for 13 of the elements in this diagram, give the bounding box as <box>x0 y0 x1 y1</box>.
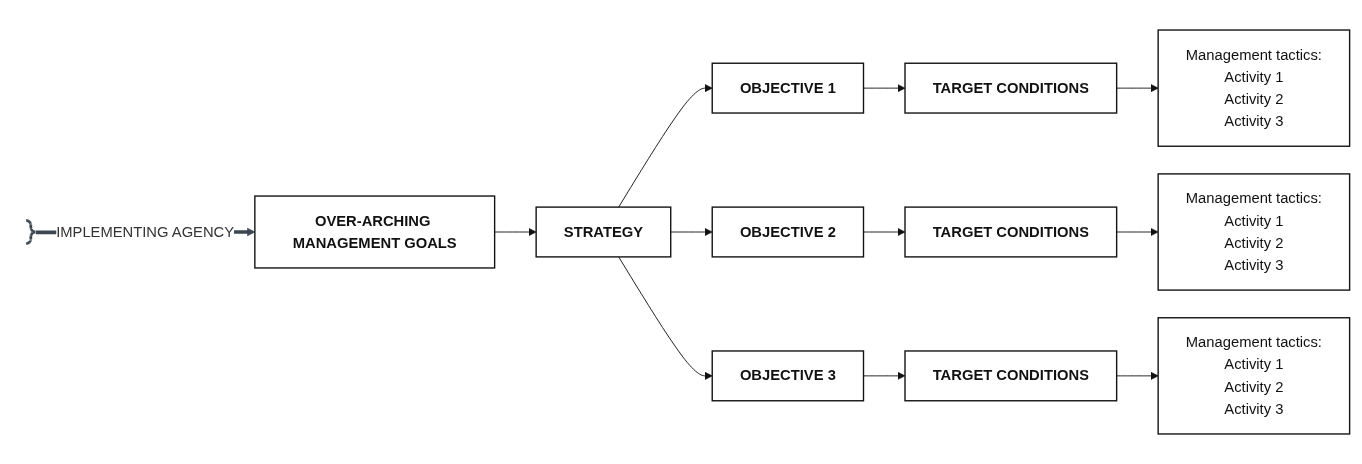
node-box: Management tactics: Activity 1 Activity 2 Activity 3 <box>1157 317 1351 435</box>
node-box: OBJECTIVE 3 <box>711 350 865 402</box>
node-box: OBJECTIVE 2 <box>711 206 865 258</box>
node-box: TARGET CONDITIONS <box>904 350 1118 402</box>
node-box: Management tactics: Activity 1 Activity 2 Activity 3 <box>1157 173 1351 291</box>
node-box: TARGET CONDITIONS <box>904 206 1118 258</box>
node-box: TARGET CONDITIONS <box>904 62 1118 114</box>
node-box: OBJECTIVE 1 <box>711 62 865 114</box>
node-box: STRATEGY <box>535 206 672 258</box>
node-box: Management tactics: Activity 1 Activity 2 Activity 3 <box>1157 29 1351 147</box>
edge-label: IMPLEMENTING AGENCY <box>56 223 235 240</box>
node-brace <box>24 219 37 245</box>
node-box: OVER-ARCHING MANAGEMENT GOALS <box>254 195 496 269</box>
